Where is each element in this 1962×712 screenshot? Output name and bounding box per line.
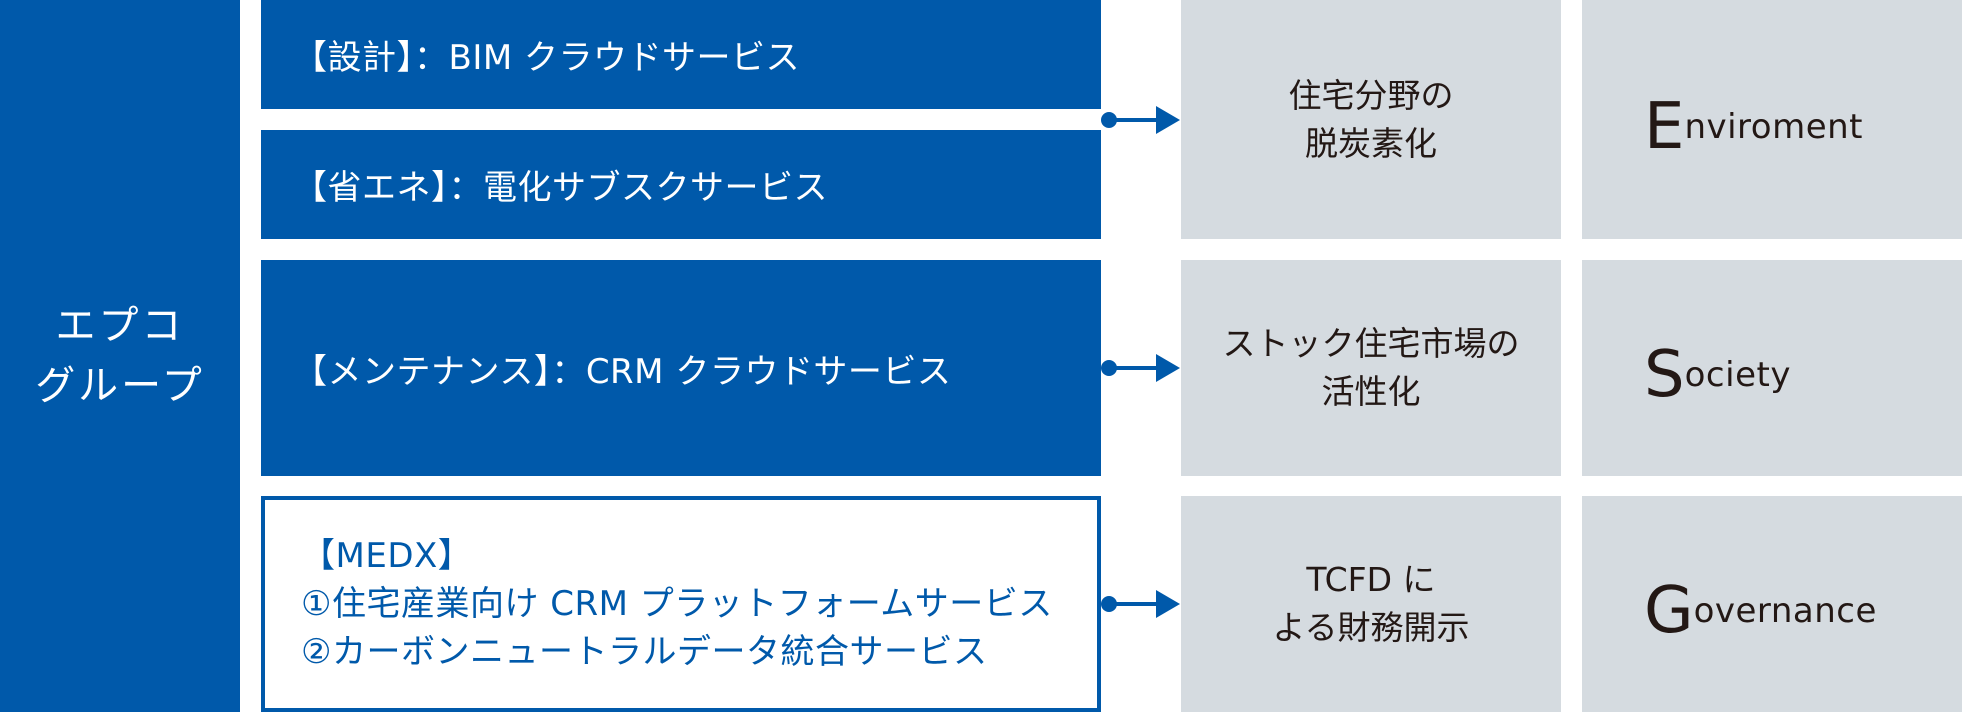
goal-decarbonization-line1: 住宅分野の (1288, 75, 1454, 115)
esg-society-rest: ociety (1684, 355, 1791, 395)
service-energy-label: 【省エネ】：電化サブスクサービス (293, 168, 828, 208)
medx-item-2: ②カーボンニュートラルデータ統合サービス (301, 632, 988, 672)
goal-stock-market-line2: 活性化 (1321, 372, 1421, 411)
goal-tcfd-line1: TCFD に (1306, 560, 1436, 599)
goal-stock-market: ストック住宅市場の 活性化 (1181, 260, 1561, 476)
goal-tcfd-line2: よる財務開示 (1272, 608, 1470, 647)
service-design: 【設計】：BIM クラウドサービス (261, 0, 1101, 109)
goal-tcfd: TCFD に よる財務開示 (1181, 496, 1561, 712)
goal-decarbonization: 住宅分野の 脱炭素化 (1181, 0, 1561, 239)
goal-decarbonization-line2: 脱炭素化 (1305, 123, 1437, 163)
group-label-line1: エプコ (55, 303, 185, 349)
group-label-line2: グループ (35, 363, 205, 409)
esg-environment-initial: E (1644, 89, 1685, 164)
medx-title: 【MEDX】 (301, 536, 473, 576)
esg-society-initial: S (1644, 338, 1685, 412)
service-maintenance-label: 【メンテナンス】：CRM クラウドサービス (293, 351, 952, 392)
goal-stock-market-text: ストック住宅市場の 活性化 (1223, 320, 1520, 416)
goal-tcfd-text: TCFD に よる財務開示 (1272, 556, 1469, 652)
goal-stock-market-line1: ストック住宅市場の (1222, 324, 1520, 363)
group-label: エプコ グループ (35, 296, 205, 416)
service-energy: 【省エネ】：電化サブスクサービス (261, 130, 1101, 239)
medx-lines: 【MEDX】 ①住宅産業向け CRM プラットフォームサービス ②カーボンニュー… (301, 532, 1053, 676)
esg-governance-rest: overnance (1693, 591, 1877, 631)
esg-governance-initial: G (1644, 574, 1694, 648)
service-design-label: 【設計】：BIM クラウドサービス (293, 38, 800, 78)
esg-environment-rest: nviroment (1684, 106, 1864, 147)
medx-item-1: ①住宅産業向け CRM プラットフォームサービス (301, 584, 1053, 624)
service-medx: 【MEDX】 ①住宅産業向け CRM プラットフォームサービス ②カーボンニュー… (261, 496, 1101, 712)
goal-decarbonization-text: 住宅分野の 脱炭素化 (1289, 72, 1454, 168)
service-maintenance: 【メンテナンス】：CRM クラウドサービス (261, 260, 1101, 476)
arrow-stock-market (1101, 354, 1180, 382)
arrow-tcfd (1101, 590, 1180, 618)
arrow-decarbonization (1101, 106, 1180, 134)
group-block: エプコ グループ (0, 0, 240, 712)
